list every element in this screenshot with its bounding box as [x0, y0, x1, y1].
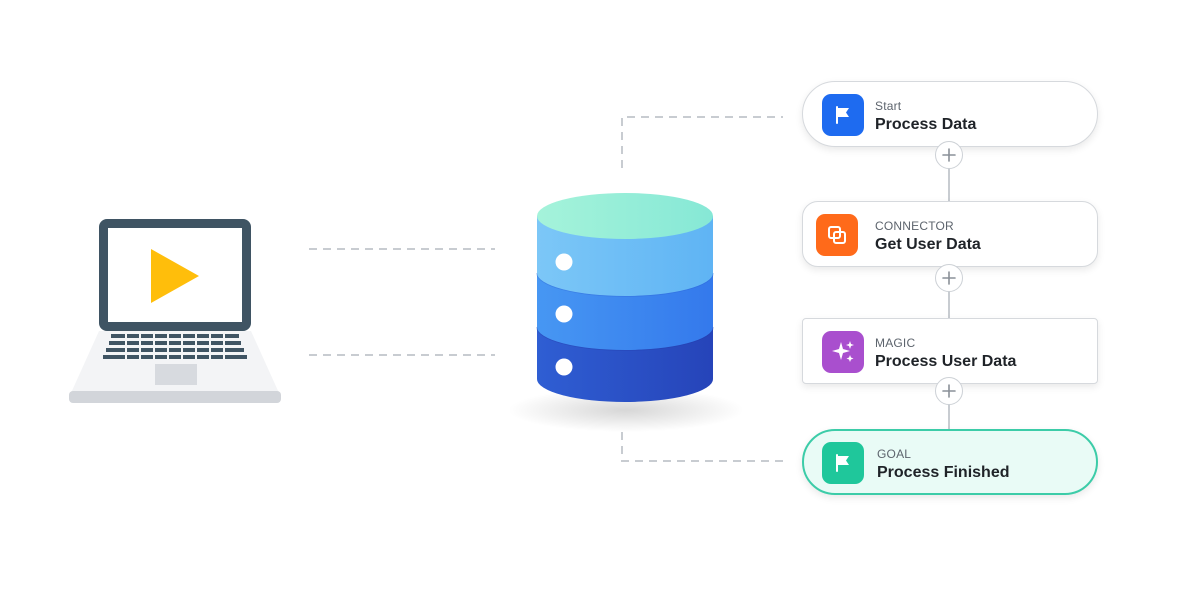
database-to-goal-line [621, 432, 783, 462]
add-step-button-1[interactable] [935, 141, 963, 169]
dashed-connectors [309, 116, 783, 462]
plus-icon [942, 148, 956, 162]
step-kind: GOAL [877, 447, 912, 461]
laptop-icon [69, 219, 281, 403]
step-card-goal[interactable]: GOAL Process Finished [802, 429, 1098, 495]
flag-icon [822, 442, 864, 484]
trackpad [155, 364, 197, 385]
step-card-start[interactable]: Start Process Data [802, 81, 1098, 147]
plus-icon [942, 384, 956, 398]
step-name: Get User Data [875, 236, 981, 253]
step-name: Process Data [875, 116, 977, 133]
step-name: Process User Data [875, 353, 1017, 370]
plus-icon [942, 271, 956, 285]
step-kind: Start [875, 99, 902, 113]
step-name: Process Finished [877, 464, 1010, 481]
flag-icon [822, 94, 864, 136]
database-icon [508, 193, 744, 432]
step-card-connector[interactable]: CONNECTOR Get User Data [802, 201, 1098, 267]
add-step-button-2[interactable] [935, 264, 963, 292]
step-card-magic[interactable]: MAGIC Process User Data [802, 318, 1098, 384]
connector-icon [816, 214, 858, 256]
database-to-start-line [621, 116, 783, 168]
play-icon [151, 249, 199, 303]
step-kind: CONNECTOR [875, 219, 954, 233]
step-kind: MAGIC [875, 336, 916, 350]
sparkle-icon [822, 331, 864, 373]
keyboard [103, 334, 247, 359]
add-step-button-3[interactable] [935, 377, 963, 405]
